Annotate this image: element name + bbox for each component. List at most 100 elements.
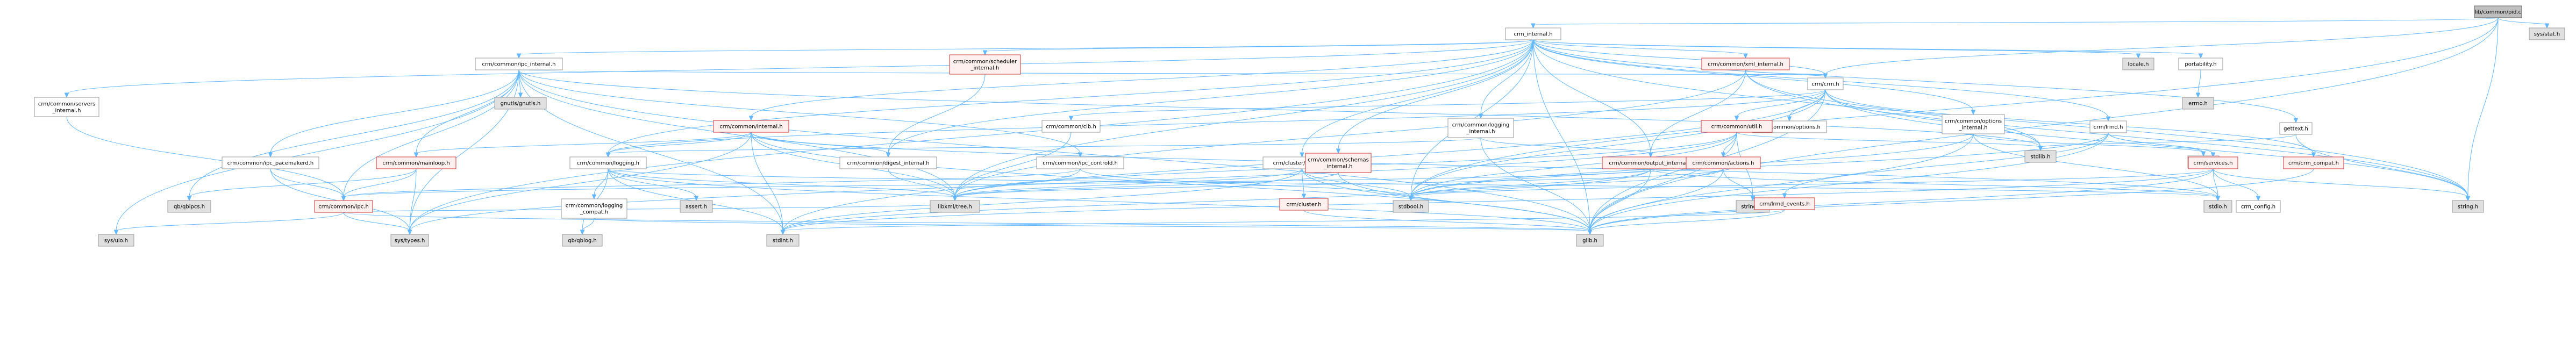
node-label: crm/common/util.h xyxy=(1711,124,1762,130)
edge-crm_crm-to-crm_util xyxy=(1734,89,1826,121)
node-label: _internal.h xyxy=(1466,129,1495,135)
edge-root-to-sys_stat xyxy=(2497,17,2550,29)
node-crm-compat[interactable]: crm/crm_compat.h xyxy=(2283,156,2344,169)
edge-root-to-crm_crm xyxy=(1823,17,2499,79)
node-assert[interactable]: assert.h xyxy=(680,200,713,213)
node-label: crm/common/logging.h xyxy=(577,161,639,167)
node-gettext[interactable]: gettext.h xyxy=(2279,122,2313,135)
edge-common_internal-to-sys_types xyxy=(407,132,752,235)
node-root[interactable]: lib/common/pid.c xyxy=(2474,5,2522,18)
edge-lrmd_events-to-glib xyxy=(1587,209,1785,235)
edge-schemas_internal-to-libxml_tree xyxy=(952,172,1339,202)
node-label: _compat.h xyxy=(580,210,608,216)
node-portability[interactable]: portability.h xyxy=(2178,58,2223,70)
node-logging-compat[interactable]: crm/common/logging_compat.h xyxy=(561,198,627,219)
node-label: _internal.h xyxy=(1324,164,1353,170)
node-lrmd-events[interactable]: crm/lrmd_events.h xyxy=(1754,197,1815,210)
node-qb-ipcs[interactable]: qb/qbipcs.h xyxy=(167,200,211,213)
node-sched-internal[interactable]: crm/common/scheduler_internal.h xyxy=(949,54,1021,75)
edge-crm_actions-to-strings xyxy=(1723,168,1756,202)
node-label: crm/common/schemas xyxy=(1308,157,1369,163)
node-label: crm/common/options.h xyxy=(1758,125,1821,131)
node-xml-internal[interactable]: crm/common/xml_internal.h xyxy=(1701,58,1790,70)
node-crm-config[interactable]: crm_config.h xyxy=(2236,200,2281,213)
node-stdint[interactable]: stdint.h xyxy=(766,234,800,247)
node-mainloop[interactable]: crm/common/mainloop.h xyxy=(376,156,456,169)
edge-services-to-stdbool xyxy=(1408,168,2214,202)
node-controld[interactable]: crm/common/ipc_controld.h xyxy=(1036,156,1124,169)
node-label: lib/common/pid.c xyxy=(2475,10,2521,16)
node-options-internal[interactable]: crm/common/options_internal.h xyxy=(1942,114,2005,134)
node-sys-types[interactable]: sys/types.h xyxy=(390,234,429,247)
node-label: crm/common/ipc.h xyxy=(318,204,369,210)
edge-services-to-glib xyxy=(1587,168,2214,235)
node-crm-internal[interactable]: crm_internal.h xyxy=(1505,27,1561,40)
node-label: crm/crm_compat.h xyxy=(2288,161,2339,167)
node-logging-internal[interactable]: crm/common/logging_internal.h xyxy=(1447,118,1514,138)
edge-crm_internal-to-logging_internal xyxy=(1478,39,1533,119)
node-locale[interactable]: locale.h xyxy=(2122,58,2154,70)
node-label: crm/common/digest_internal.h xyxy=(847,161,929,167)
edge-crm_ipc_internal-to-mainloop xyxy=(413,69,519,158)
node-digest-internal[interactable]: crm/common/digest_internal.h xyxy=(839,156,937,169)
node-stdlib[interactable]: stdlib.h xyxy=(2024,150,2057,163)
edge-pacemakerd-to-crm_ipc xyxy=(270,168,346,202)
edge-crm_crm-to-stdlib xyxy=(1825,89,2043,152)
edge-sched_internal-to-digest_internal xyxy=(886,74,986,158)
node-servers-internal[interactable]: crm/common/servers_internal.h xyxy=(34,97,99,117)
node-label: crm/common/logging xyxy=(1452,123,1510,128)
node-libxml-tree[interactable]: libxml/tree.h xyxy=(930,200,980,213)
node-label: libxml/tree.h xyxy=(938,204,972,210)
edge-lrmd_events-to-stdint xyxy=(780,209,1785,235)
edge-root-to-crm_internal xyxy=(1531,17,2499,29)
node-crm-cluster[interactable]: crm/cluster.h xyxy=(1279,198,1329,211)
edge-crm_internal-to-schemas_internal xyxy=(1336,39,1533,154)
node-common-logging[interactable]: crm/common/logging.h xyxy=(569,156,647,169)
node-label: crm/common/output_internal.h xyxy=(1609,161,1692,167)
node-label: crm/lrmd.h xyxy=(2094,125,2123,131)
node-sys-stat[interactable]: sys/stat.h xyxy=(2529,27,2565,40)
node-crm-util[interactable]: crm/common/util.h xyxy=(1701,120,1773,133)
node-label: crm_internal.h xyxy=(1514,32,1552,38)
edge-services-to-stdint xyxy=(780,168,2214,235)
node-crm-actions[interactable]: crm/common/actions.h xyxy=(1686,156,1761,169)
edge-cluster_internal-to-crm_cluster xyxy=(1301,168,1307,199)
node-label: crm/common/xml_internal.h xyxy=(1708,62,1783,68)
edge-crm_ipc_internal-to-pacemakerd xyxy=(268,69,519,158)
node-label: crm/common/cib.h xyxy=(1046,124,1096,130)
edge-logging_compat-to-qb_log xyxy=(580,218,595,235)
node-schemas-internal[interactable]: crm/common/schemas_internal.h xyxy=(1305,153,1372,173)
edge-logging_internal-to-common_logging xyxy=(605,137,1481,158)
node-qb-log[interactable]: qb/qblog.h xyxy=(562,234,603,247)
node-label: crm/common/internal.h xyxy=(719,124,782,130)
node-crm-ipc[interactable]: crm/common/ipc.h xyxy=(314,200,373,213)
node-sys-uio[interactable]: sys/uio.h xyxy=(98,234,134,247)
edge-crm_internal-to-locale xyxy=(1533,39,2141,59)
node-pacemakerd[interactable]: crm/common/ipc_pacemakerd.h xyxy=(222,156,319,169)
edge-output_internal-to-crm_ipc xyxy=(341,168,1651,202)
node-services[interactable]: crm/services.h xyxy=(2188,156,2238,169)
edge-crm_ipc_internal-to-controld xyxy=(518,69,1083,158)
edge-crm_internal-to-servers_internal xyxy=(64,39,1533,98)
edge-root-to-stdbool xyxy=(1408,17,2499,202)
node-string[interactable]: string.h xyxy=(2452,200,2484,213)
node-errno[interactable]: errno.h xyxy=(2182,97,2214,110)
node-stdbool[interactable]: stdbool.h xyxy=(1393,200,1429,213)
node-lrmd[interactable]: crm/lrmd.h xyxy=(2089,120,2127,133)
node-cib[interactable]: crm/common/cib.h xyxy=(1041,120,1101,133)
node-label: crm/common/actions.h xyxy=(1693,161,1754,167)
node-label: crm/common/scheduler xyxy=(953,59,1017,65)
node-crm-crm[interactable]: crm/crm.h xyxy=(1807,77,1844,90)
node-gnutls[interactable]: gnutls/gnutls.h xyxy=(494,97,547,110)
node-glib[interactable]: glib.h xyxy=(1576,234,1604,247)
node-output-internal[interactable]: crm/common/output_internal.h xyxy=(1602,156,1700,169)
edge-crm_util-to-stdlib xyxy=(1736,132,2043,152)
edge-crm_internal-to-common_internal xyxy=(748,39,1533,121)
edge-common_logging-to-stdio xyxy=(608,168,2221,202)
node-label: crm/common/ipc_controld.h xyxy=(1043,161,1118,167)
node-common-internal[interactable]: crm/common/internal.h xyxy=(713,120,789,133)
node-label: qb/qblog.h xyxy=(568,238,597,244)
node-crm-ipc-internal[interactable]: crm/common/ipc_internal.h xyxy=(475,58,563,70)
node-stdio[interactable]: stdio.h xyxy=(2203,200,2232,213)
edge-crm_ipc-to-glib xyxy=(343,212,1593,235)
